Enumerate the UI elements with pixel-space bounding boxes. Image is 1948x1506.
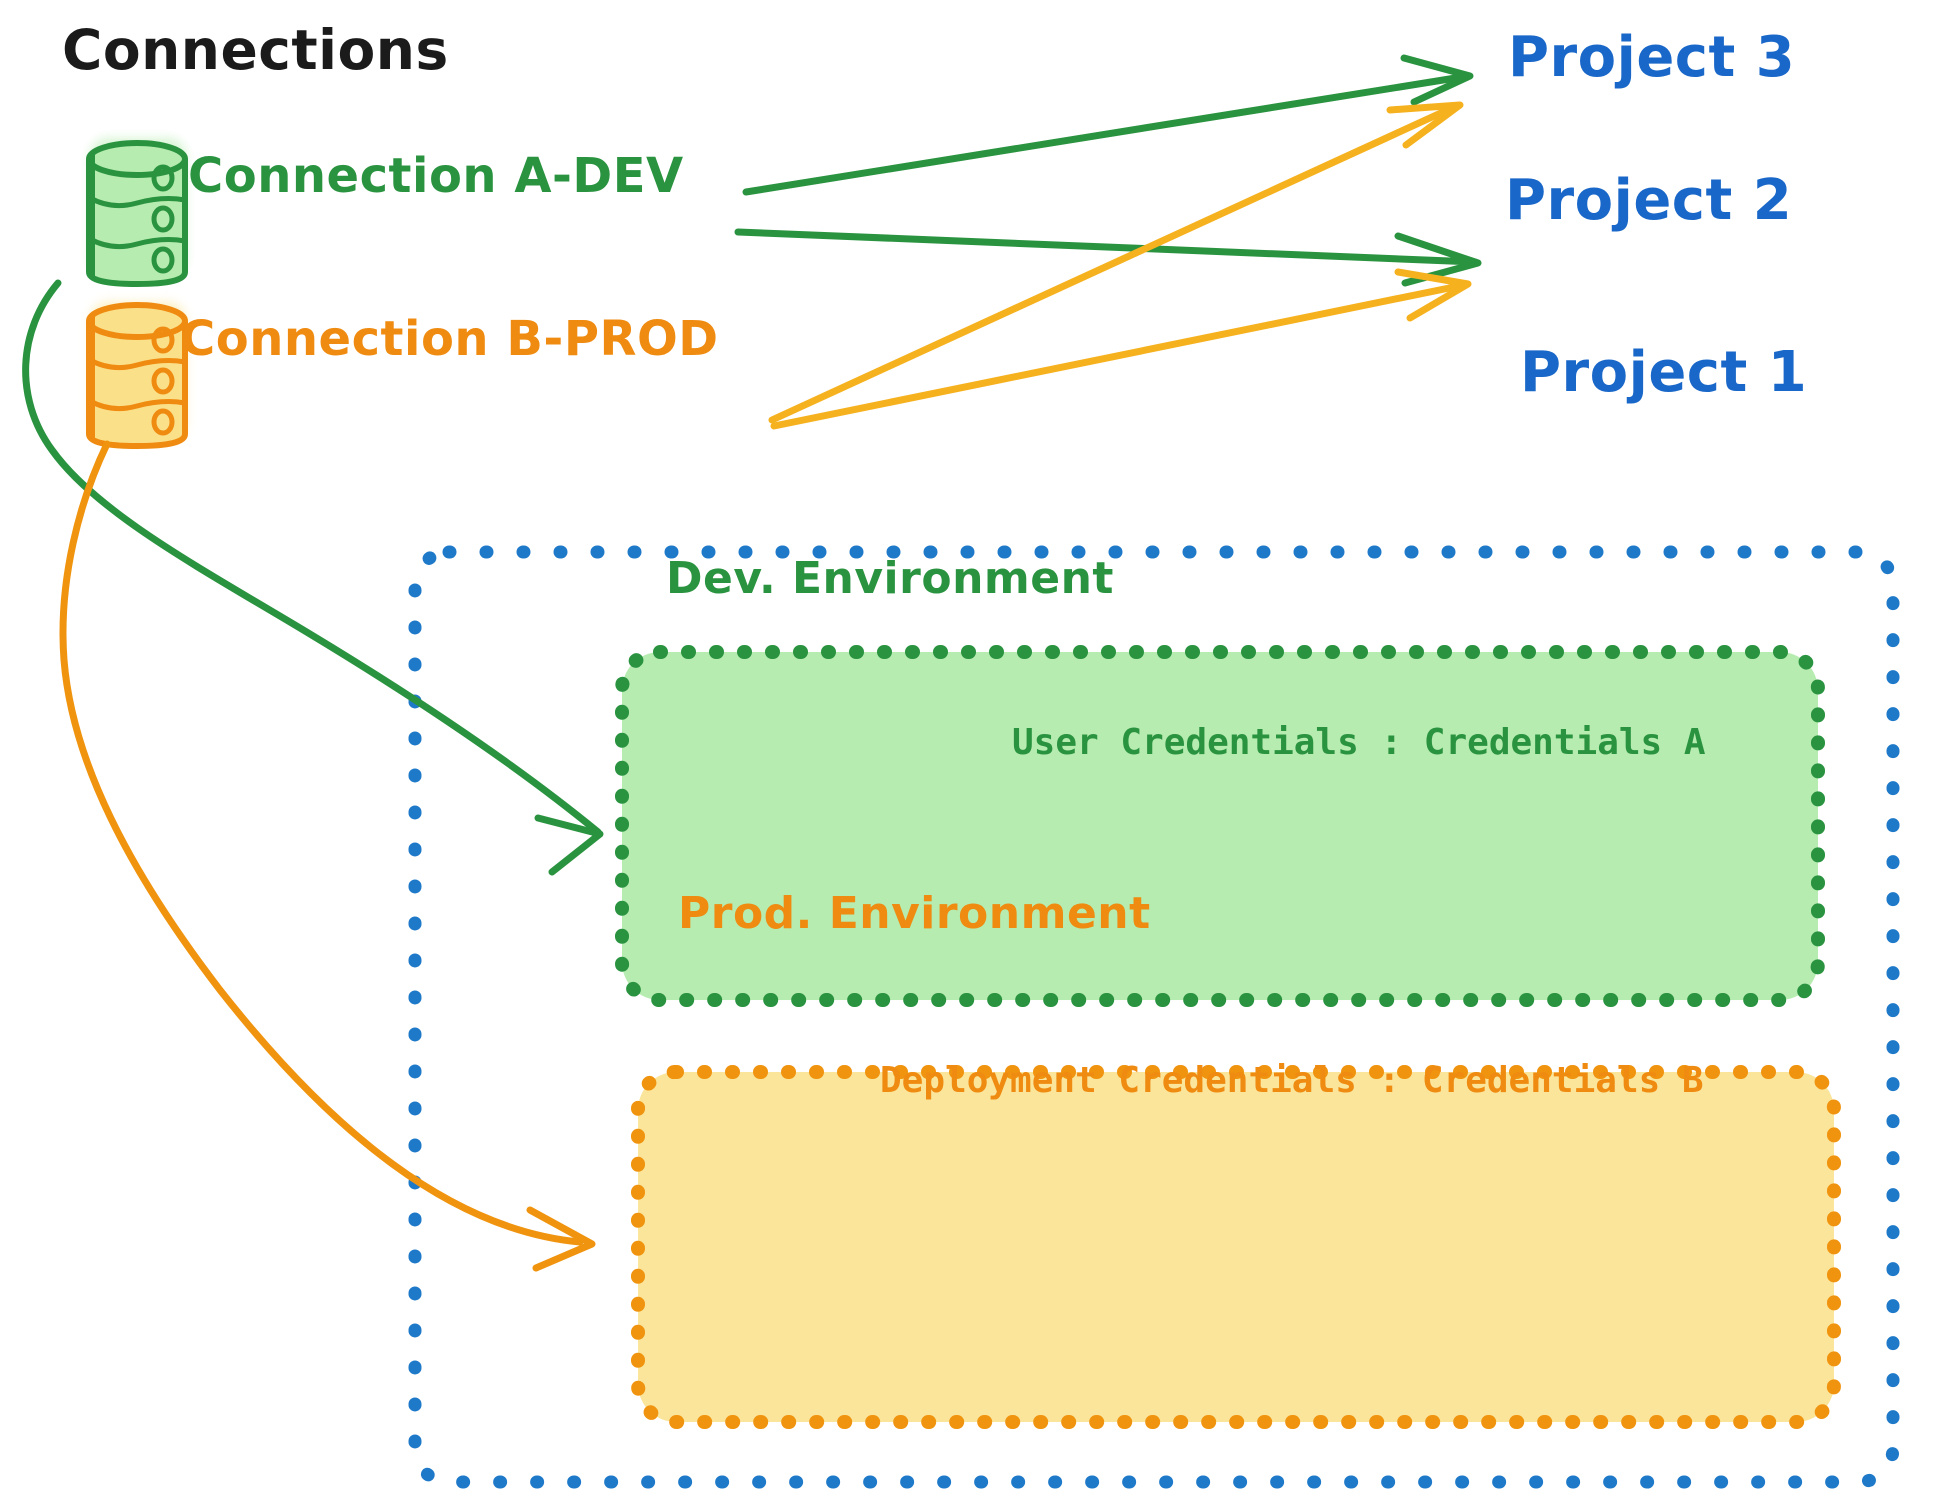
dev-environment-credentials: User Credentials : Credentials A [1012, 722, 1706, 763]
edge-a-dev-to-dev-environment [22, 279, 604, 876]
edge-a-dev-to-project-2 [734, 228, 1482, 287]
dev-environment-box [615, 645, 1825, 1007]
prod-environment-credentials: Deployment Credentials : Credentials B [880, 1060, 1704, 1101]
project-1-container [408, 545, 1900, 1489]
prod-environment-title: Prod. Environment [678, 888, 1151, 939]
project-1-label[interactable]: Project 1 [1520, 340, 1808, 405]
edge-b-prod-to-project-2 [770, 268, 1472, 430]
edge-a-dev-to-project-3 [742, 54, 1474, 196]
project-2-label[interactable]: Project 2 [1505, 168, 1793, 233]
project-3-label[interactable]: Project 3 [1508, 25, 1796, 90]
edge-b-prod-to-project-3 [768, 101, 1464, 424]
connection-b-prod-label[interactable]: Connection B-PROD [180, 311, 719, 367]
connection-a-dev-label[interactable]: Connection A-DEV [188, 148, 684, 204]
database-icon-connection-b-prod[interactable] [86, 302, 188, 449]
page-title: Connections [62, 18, 449, 82]
dev-environment-title: Dev. Environment [666, 553, 1114, 604]
database-icon-connection-a-dev[interactable] [86, 138, 188, 287]
prod-environment-box [631, 1065, 1841, 1429]
edge-b-prod-to-prod-environment [59, 440, 596, 1272]
